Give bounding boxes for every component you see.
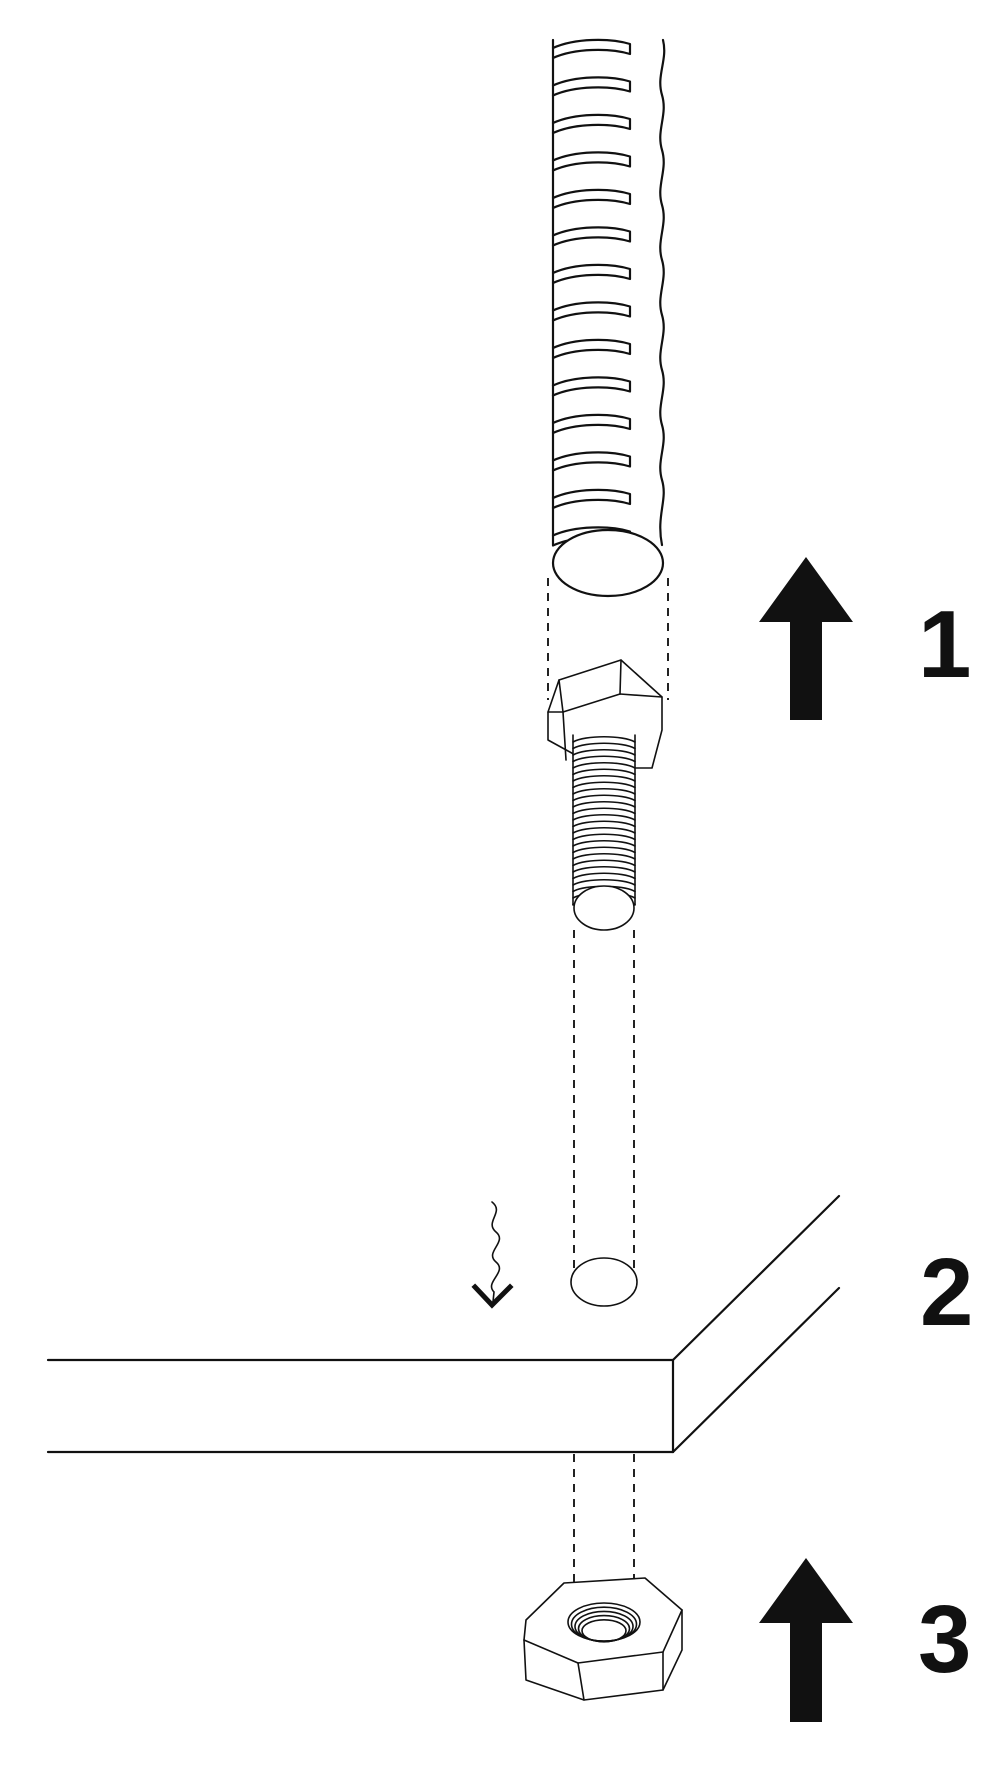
rod-ring (551, 338, 632, 360)
bolt-thread (572, 833, 636, 841)
rod-ring (551, 76, 632, 97)
rod-ring (551, 413, 632, 435)
bolt-thread (572, 807, 636, 815)
guide-lines-bolt-hole (573, 930, 635, 1270)
rod-ring (551, 38, 632, 60)
bolt-threads (572, 736, 636, 906)
guide-lines-rod-bolt (547, 578, 669, 700)
bolt-thread (572, 762, 636, 769)
bolt-thread (572, 801, 636, 808)
bolt-tip (573, 885, 635, 931)
up-arrow-icon (759, 557, 853, 720)
nut-threads (567, 1602, 641, 1643)
bolt-thread (572, 768, 636, 776)
threaded-rod (551, 38, 666, 598)
rod-ring (551, 151, 632, 172)
bolt-thread (572, 879, 636, 886)
rod-rings (551, 38, 632, 547)
hex-nut (523, 1577, 683, 1701)
wavy-down-arrow-icon (471, 1201, 514, 1309)
bolt-thread (572, 749, 636, 756)
bolt-thread (572, 827, 636, 834)
bolt-thread (572, 846, 636, 854)
rod-ring (551, 376, 632, 397)
bolt-thread (572, 775, 636, 782)
bolt-thread (572, 859, 636, 867)
board-hole (570, 1257, 638, 1307)
rod-ring (551, 263, 632, 285)
bolt-thread (572, 736, 636, 743)
step-number-3: 3 (918, 1586, 971, 1693)
bolt-thread (572, 788, 636, 795)
step-number-1: 1 (918, 591, 971, 698)
rod-ring (551, 451, 632, 472)
rod-ring (551, 488, 632, 510)
bolt-thread (572, 781, 636, 789)
bolt-thread (572, 794, 636, 802)
bolt-thread (572, 840, 636, 847)
rod-ring (551, 301, 632, 322)
bolt-thread (572, 872, 636, 880)
rod-end-face (551, 528, 665, 598)
bolt-thread (572, 820, 636, 828)
rod-ring (551, 226, 632, 247)
rod-ring (551, 188, 632, 210)
bolt-thread (572, 866, 636, 873)
rod-ring (551, 113, 632, 135)
bolt-thread (572, 814, 636, 821)
guide-lines-board-nut (573, 1454, 635, 1590)
hex-bolt (547, 659, 663, 931)
bolt-thread (572, 853, 636, 860)
bolt-thread (572, 755, 636, 763)
bolt-thread (572, 742, 636, 750)
up-arrow-icon (759, 1558, 853, 1722)
nut-thread (581, 1619, 627, 1643)
step-number-2: 2 (920, 1239, 973, 1346)
board-panel (46, 1194, 841, 1454)
